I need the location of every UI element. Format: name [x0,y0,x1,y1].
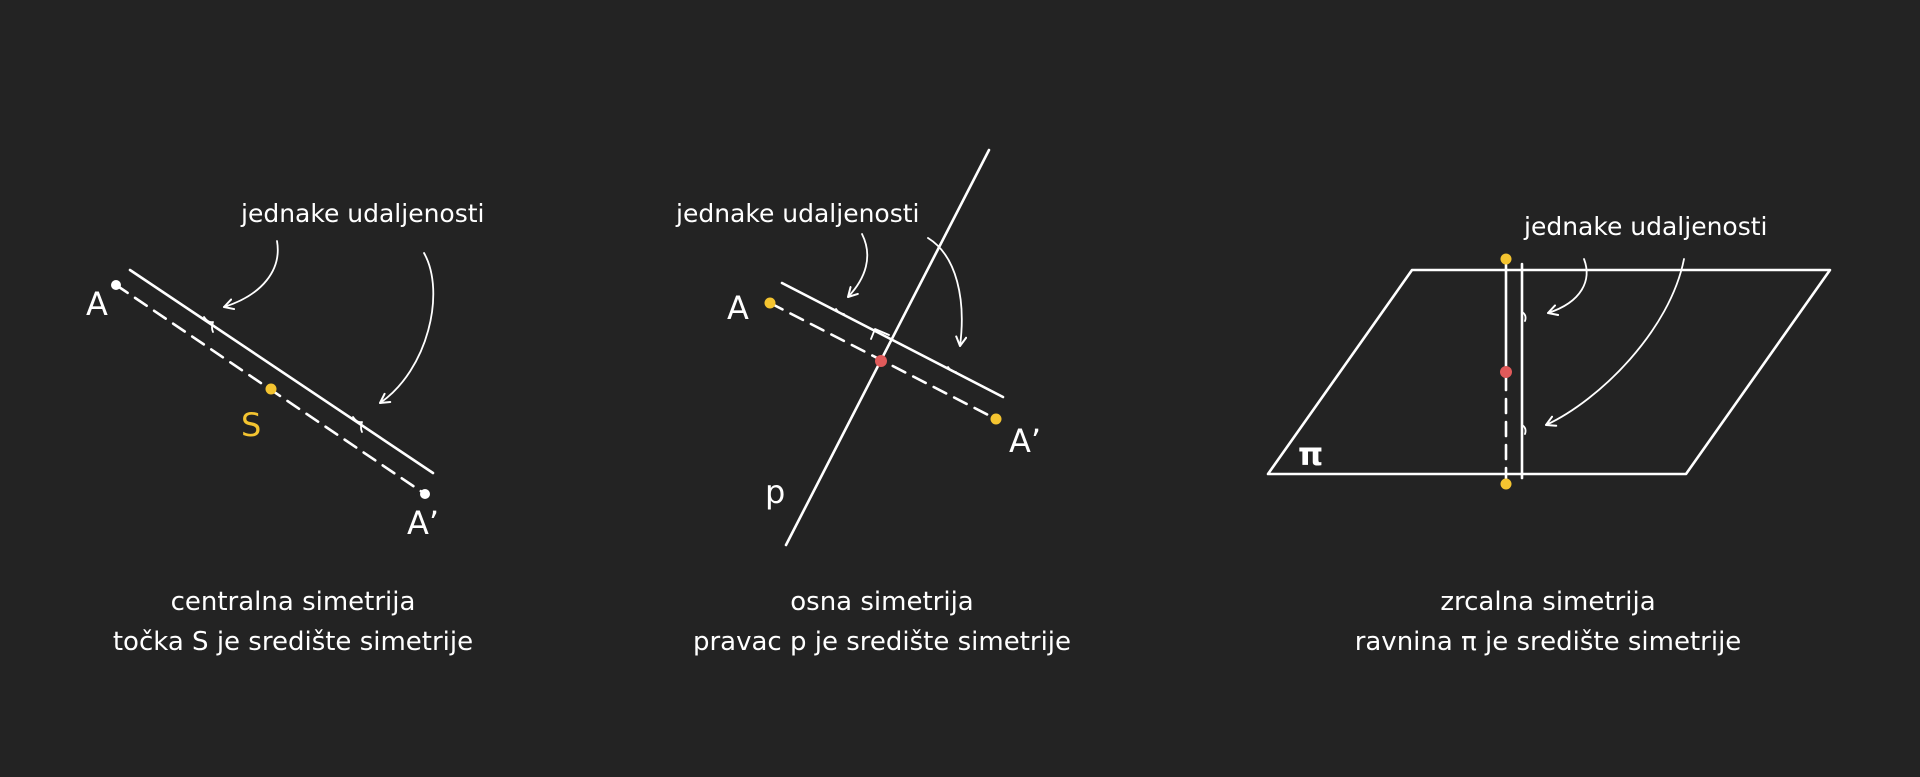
point-a-prime [1500,478,1512,490]
brace-mark [1521,424,1527,435]
brace-mark [352,416,363,433]
annotation-arrow-right [927,237,968,347]
right-angle-marker [870,328,890,340]
annotation-arrow-upper [1547,258,1588,316]
distance-line [780,281,1005,399]
point-a-prime [420,489,430,499]
brace-mark [1521,311,1527,322]
caption-title: zrcalna simetrija [1440,587,1655,617]
distance-line [128,268,435,475]
caption-title: osna simetrija [790,587,974,617]
line-p [784,148,991,547]
annotation-arrow-left [847,233,869,298]
caption-subtitle: pravac p je središte simetrije [693,627,1071,657]
annotation-arrow-lower [1545,258,1685,427]
panel-mirror-symmetry: jednake udaljenosti π zrcalna simetrija … [1266,212,1832,657]
equal-distances-annotation: jednake udaljenosti [1523,212,1768,241]
intersection-point [1500,366,1512,378]
equal-distances-annotation: jednake udaljenosti [675,199,920,228]
point-a-prime [990,413,1002,425]
label-pi: π [1298,435,1323,473]
annotation-arrow-lower [379,252,435,404]
label-a: A [727,289,749,327]
label-a: A [86,285,108,323]
label-s: S [241,406,261,444]
center-point-s [265,383,277,395]
brace-mark [835,308,845,315]
point-a [1500,253,1512,265]
brace-mark [203,316,214,333]
label-a-prime: A’ [407,504,439,542]
panel-central-symmetry: jednake udaljenosti A S A’ centralna sim… [86,199,485,657]
label-a-prime: A’ [1009,422,1041,460]
caption-title: centralna simetrija [171,587,416,617]
equal-distances-annotation: jednake udaljenosti [240,199,485,228]
caption-subtitle: točka S je središte simetrije [113,627,473,657]
point-a [111,280,121,290]
point-a [764,297,776,309]
label-p: p [765,473,785,511]
brace-mark [947,366,957,373]
caption-subtitle: ravnina π je središte simetrije [1355,627,1742,657]
annotation-arrow-upper [223,240,279,311]
plane-pi [1266,268,1832,476]
intersection-point [875,355,887,367]
panel-axial-symmetry: jednake udaljenosti A A’ p osna simetrij… [675,148,1071,657]
